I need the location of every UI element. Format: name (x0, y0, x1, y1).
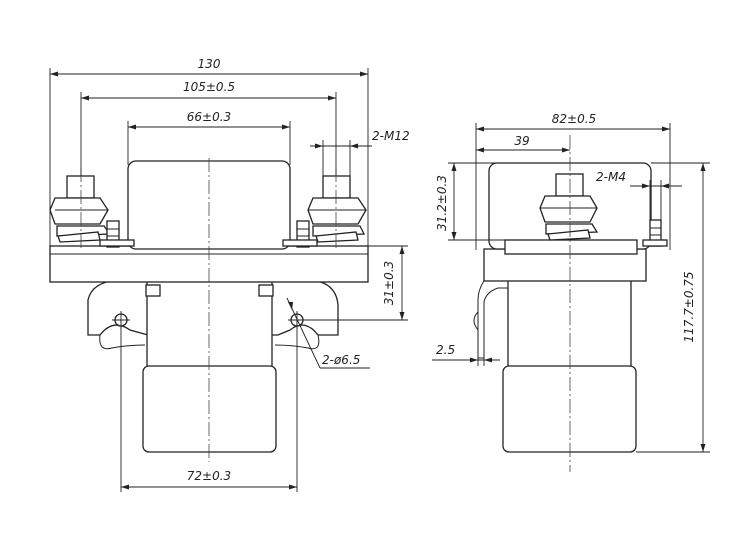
dim-label-m4: 2-M4 (596, 170, 626, 184)
dim-label-130: 130 (198, 57, 221, 71)
dim-label-72: 72±0.3 (187, 469, 231, 483)
dim-terminal-thread: 2-M12 (310, 129, 410, 176)
side-coil-upper (507, 279, 632, 369)
dim-label-31-2: 31.2±0.3 (435, 175, 449, 231)
side-coil-lower (502, 365, 637, 453)
dim-label-66: 66±0.3 (187, 110, 231, 124)
dim-body-width: 66±0.3 (127, 110, 291, 165)
side-bracket (477, 280, 508, 359)
dim-overall-width: 130 (49, 57, 369, 248)
base-screw-right (258, 284, 274, 297)
dim-label-39: 39 (514, 134, 529, 148)
dim-terminal-offset: 39 (476, 134, 570, 153)
bracket-curve-right (274, 334, 320, 350)
dim-overall-height: 117.7±0.75 (636, 162, 710, 453)
dim-label-82: 82±0.5 (552, 112, 596, 126)
main-terminal-left (49, 175, 112, 243)
dim-terminal-height: 31.2±0.3 (435, 162, 556, 241)
dim-terminal-pitch: 105±0.5 (80, 80, 337, 176)
dim-mount-holes: 2-ø6.5 (286, 297, 370, 369)
dim-mount-pitch: 72±0.3 (120, 320, 298, 492)
dim-label-2-5: 2.5 (436, 343, 455, 357)
dim-label-105: 105±0.5 (183, 80, 235, 94)
coil-terminal-left (99, 220, 135, 248)
dim-bracket-thickness: 2.5 (432, 340, 500, 366)
coil-body-lower (142, 365, 277, 453)
side-main-terminal (539, 173, 599, 241)
dim-coil-thread: 2-M4 (596, 170, 682, 220)
coil-terminal-right (282, 220, 318, 248)
base-screw-left (145, 284, 161, 297)
dim-label-31: 31±0.3 (382, 261, 396, 305)
front-view: 130 105±0.5 66±0.3 2-M12 (49, 57, 410, 492)
dim-label-m12: 2-M12 (372, 129, 410, 143)
coil-body-upper (146, 279, 273, 369)
bracket-curve-left (99, 334, 146, 350)
side-view: 82±0.5 39 2-M4 31.2±0.3 (432, 112, 710, 472)
side-coil-terminal (642, 219, 668, 247)
dim-label-holes: 2-ø6.5 (322, 353, 360, 367)
dim-label-117: 117.7±0.75 (682, 271, 696, 342)
main-terminal-right (307, 175, 367, 243)
dim-mount-height: 31±0.3 (306, 245, 408, 321)
dim-overall-depth: 82±0.5 (475, 112, 671, 250)
